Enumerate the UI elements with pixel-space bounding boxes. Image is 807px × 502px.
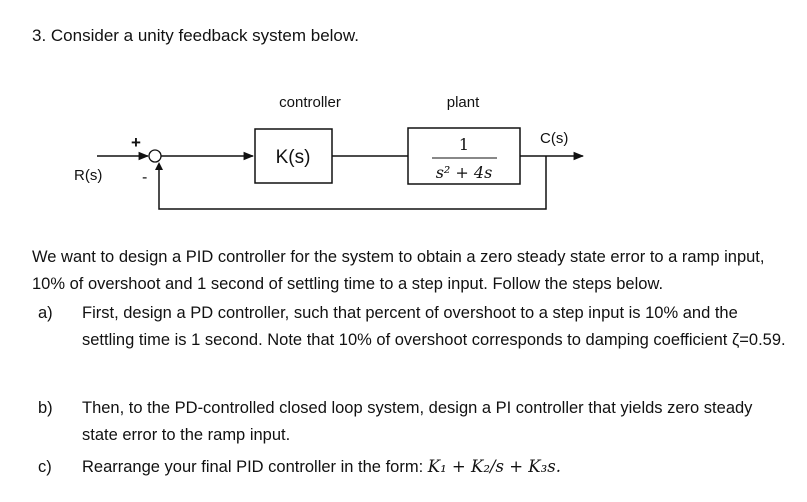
part-c-label: c)	[38, 458, 52, 476]
problem-intro: We want to design a PID controller for t…	[32, 248, 765, 293]
plant-title: plant	[447, 94, 480, 111]
part-a-text: First, design a PD controller, such that…	[82, 304, 786, 349]
part-b-text: Then, to the PD-controlled closed loop s…	[82, 399, 753, 444]
block-diagram: R(s) + - controller K(s) plant 1 s² + 4s…	[74, 94, 585, 210]
part-b: b) Then, to the PD-controlled closed loop…	[38, 395, 790, 449]
minus-sign: -	[142, 169, 147, 186]
part-a: a) First, design a PD controller, such th…	[38, 300, 790, 354]
plus-sign: +	[131, 133, 141, 152]
controller-title: controller	[279, 94, 341, 111]
part-a-label: a)	[38, 304, 53, 322]
plant-numerator: 1	[459, 135, 469, 154]
summing-junction	[148, 149, 162, 163]
plant-denominator: s² + 4s	[436, 163, 493, 182]
controller-block-label: K(s)	[276, 147, 311, 168]
part-b-label: b)	[38, 399, 53, 417]
part-c-text: Rearrange your final PID controller in t…	[82, 458, 428, 476]
question-title: 3. Consider a unity feedback system belo…	[32, 26, 359, 45]
input-label: R(s)	[74, 167, 102, 184]
controller-block	[254, 128, 333, 184]
feedback-arrowhead	[155, 162, 163, 170]
output-label: C(s)	[540, 130, 568, 147]
part-c-formula: K₁ + K₂/s + K₃s.	[427, 457, 561, 476]
part-c: c) Rearrange your final PID controller in…	[38, 453, 790, 481]
feedback-path	[158, 156, 547, 210]
